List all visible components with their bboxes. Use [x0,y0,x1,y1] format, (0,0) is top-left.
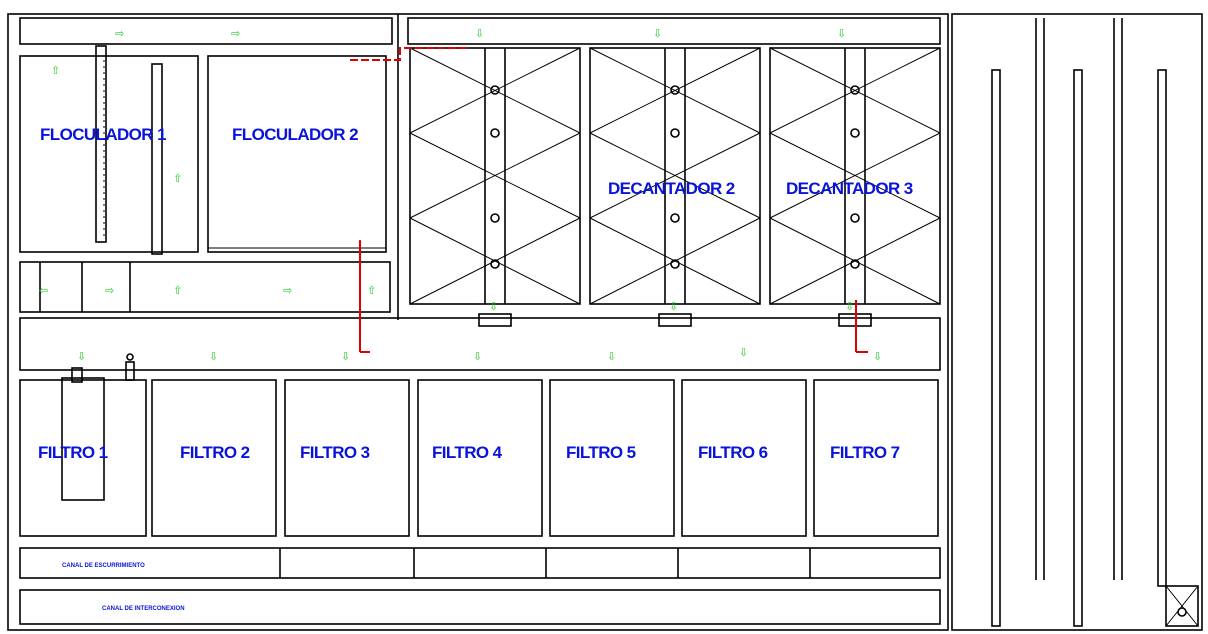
filtro-5-label: FILTRO 5 [566,443,636,462]
flow-arrow-icon: ⇧ [367,284,376,297]
flow-arrow-icon: ⇩ [473,350,482,363]
flow-arrow-icon: ⇦ [39,284,48,297]
filtro-4-label: FILTRO 4 [432,443,503,462]
flow-arrow-icon: ⇩ [607,350,616,363]
decantador-unit-3 [769,47,941,327]
floculador-1-label: FLOCULADOR 1 [40,125,166,144]
flow-arrow-icon: ⇧ [51,64,60,77]
top-channel-right [407,17,941,45]
flow-arrow-icon: ⇩ [475,27,484,40]
flow-arrow-icon: ⇩ [845,300,854,313]
flow-arrow-icon: ⇩ [837,27,846,40]
flow-arrow-icon: ⇩ [341,350,350,363]
flow-arrow-icon: ⇨ [231,27,240,40]
filtro-1-inlet-pipe [61,353,135,501]
flow-arrow-icon: ⇧ [173,172,182,185]
red-pipes [350,47,868,353]
canal-interconexion-label: CANAL DE INTERCONEXION [102,606,185,612]
bottom-channels [19,547,941,625]
flow-arrow-icon: ⇩ [653,27,662,40]
flow-arrow-icon: ⇩ [873,350,882,363]
filtro-box-6 [681,379,807,537]
flow-arrow-icon: ⇨ [283,284,292,297]
filter-group [19,379,939,537]
filtro-1-label: FILTRO 1 [38,443,108,462]
filtro-box-2 [151,379,277,537]
top-channel-left [19,17,393,45]
flocculator-outlet-channels [19,261,391,313]
tank-area-frame [951,13,1203,631]
filtro-3-label: FILTRO 3 [300,443,370,462]
filtro-box-4 [417,379,543,537]
filtro-6-label: FILTRO 6 [698,443,768,462]
flow-arrows: ⇨ ⇨ ⇩ ⇩ ⇩ ⇧ ⇧ ⇦ ⇨ ⇧ ⇨ ⇧ ⇩ ⇩ ⇩ ⇩ ⇩ ⇩ ⇩ ⇩ ⇩ ⇩ [39,27,882,363]
canal-escurrimiento-label: CANAL DE ESCURRIMIENTO [62,563,145,569]
flow-arrow-icon: ⇩ [77,350,86,363]
treatment-area-frame [7,13,949,631]
filtro-box-1 [19,379,147,537]
filtro-7-label: FILTRO 7 [830,443,900,462]
flow-arrow-icon: ⇨ [115,27,124,40]
floculador-2 [207,55,387,253]
decantador-2-label: DECANTADOR 2 [608,179,735,198]
decantador-group [409,47,941,327]
decantador-unit-1 [409,47,581,327]
collection-channel [19,317,941,371]
filtro-2-label: FILTRO 2 [180,443,250,462]
flow-arrow-icon: ⇩ [489,300,498,313]
floculador-1 [19,45,199,255]
floculador-2-label: FLOCULADOR 2 [232,125,358,144]
filtro-box-5 [549,379,675,537]
filtro-box-3 [284,379,410,537]
flow-arrow-icon: ⇩ [739,346,748,359]
decantador-3-label: DECANTADOR 3 [786,179,913,198]
flow-arrow-icon: ⇨ [105,284,114,297]
filtro-box-7 [813,379,939,537]
decantador-unit-2 [589,47,761,327]
flow-arrow-icon: ⇩ [669,300,678,313]
flow-arrow-icon: ⇩ [209,350,218,363]
serpentine-tank [991,18,1199,627]
flow-arrow-icon: ⇧ [173,284,182,297]
